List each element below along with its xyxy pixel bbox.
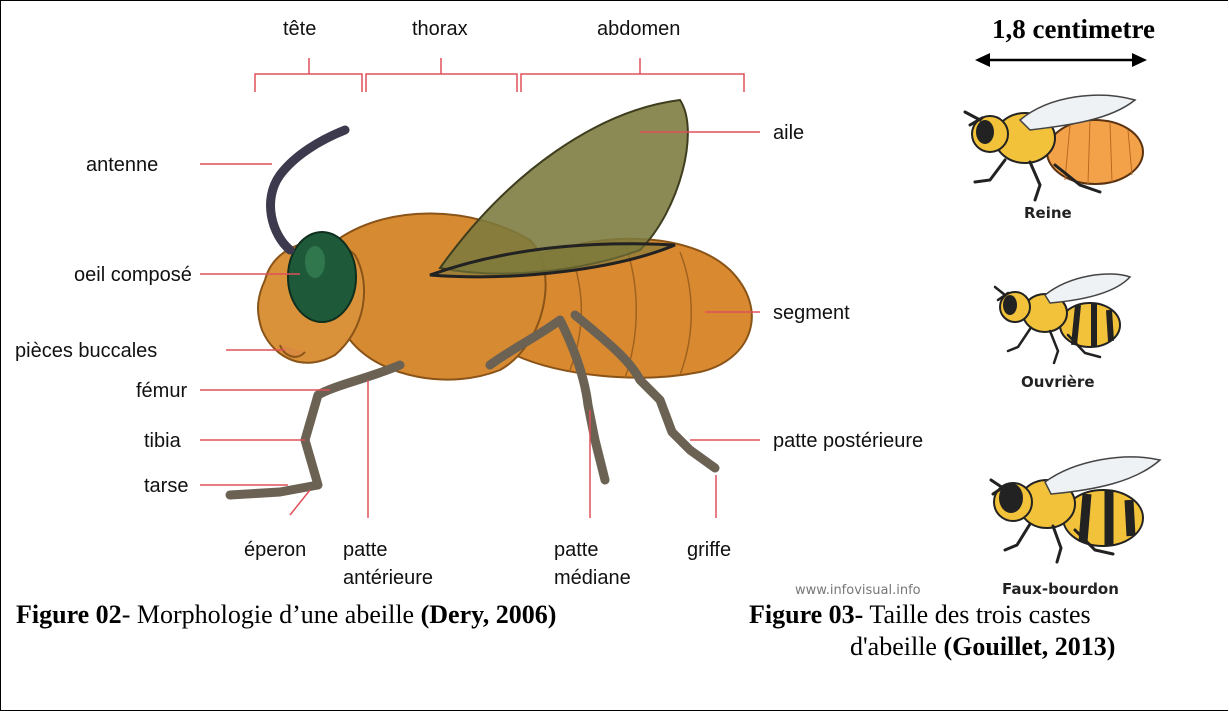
caption-figure-03-line2: d'abeille (Gouillet, 2013) <box>850 632 1115 662</box>
scale-arrow <box>975 53 1147 67</box>
caption-02-prefix: Figure 02 <box>16 600 122 629</box>
label-femur: fémur <box>136 380 187 402</box>
region-brackets <box>255 58 744 92</box>
label-mid-leg-1: patte <box>554 539 598 561</box>
label-spur: éperon <box>244 539 306 561</box>
label-mouthparts: pièces buccales <box>15 340 157 362</box>
label-hind-leg: patte postérieure <box>773 430 923 452</box>
label-antenna: antenne <box>86 154 158 176</box>
caption-03-text-1: Taille des trois castes <box>863 600 1090 629</box>
worker-bee-illustration <box>995 274 1130 363</box>
label-head: tête <box>283 18 316 40</box>
queen-bee-illustration <box>965 95 1143 200</box>
label-wing: aile <box>773 122 804 144</box>
label-claw: griffe <box>687 539 731 561</box>
antenna-shape <box>271 130 345 250</box>
bee-illustration <box>230 100 752 495</box>
caption-02-text: - Morphologie d’une abeille <box>122 600 421 629</box>
label-worker: Ouvrière <box>1021 373 1095 391</box>
label-queen: Reine <box>1024 204 1072 222</box>
label-thorax: thorax <box>412 18 468 40</box>
label-drone: Faux-bourdon <box>1002 580 1119 598</box>
label-segment: segment <box>773 302 850 324</box>
scale-label: 1,8 centimetre <box>992 14 1155 45</box>
label-fore-leg-2: antérieure <box>343 567 433 589</box>
caption-figure-03-line1: Figure 03- Taille des trois castes <box>749 600 1091 630</box>
label-compound-eye: oeil composé <box>74 264 192 286</box>
compound-eye-shape <box>288 232 356 322</box>
label-tarsus: tarse <box>144 475 188 497</box>
label-tibia: tibia <box>144 430 182 452</box>
credit-text: www.infovisual.info <box>795 583 921 598</box>
caption-02-citation: (Dery, 2006) <box>421 600 557 629</box>
caption-03-citation: (Gouillet, 2013) <box>943 632 1115 661</box>
drone-bee-illustration <box>991 457 1160 562</box>
label-mid-leg-2: médiane <box>554 567 631 589</box>
fore-leg-shape <box>230 365 400 495</box>
label-abdomen: abdomen <box>597 18 680 40</box>
caption-03-text-2: d'abeille <box>850 632 943 661</box>
caption-03-prefix: Figure 03- <box>749 600 863 629</box>
label-fore-leg-1: patte <box>343 539 387 561</box>
caption-figure-02: Figure 02- Morphologie d’une abeille (De… <box>16 600 556 630</box>
